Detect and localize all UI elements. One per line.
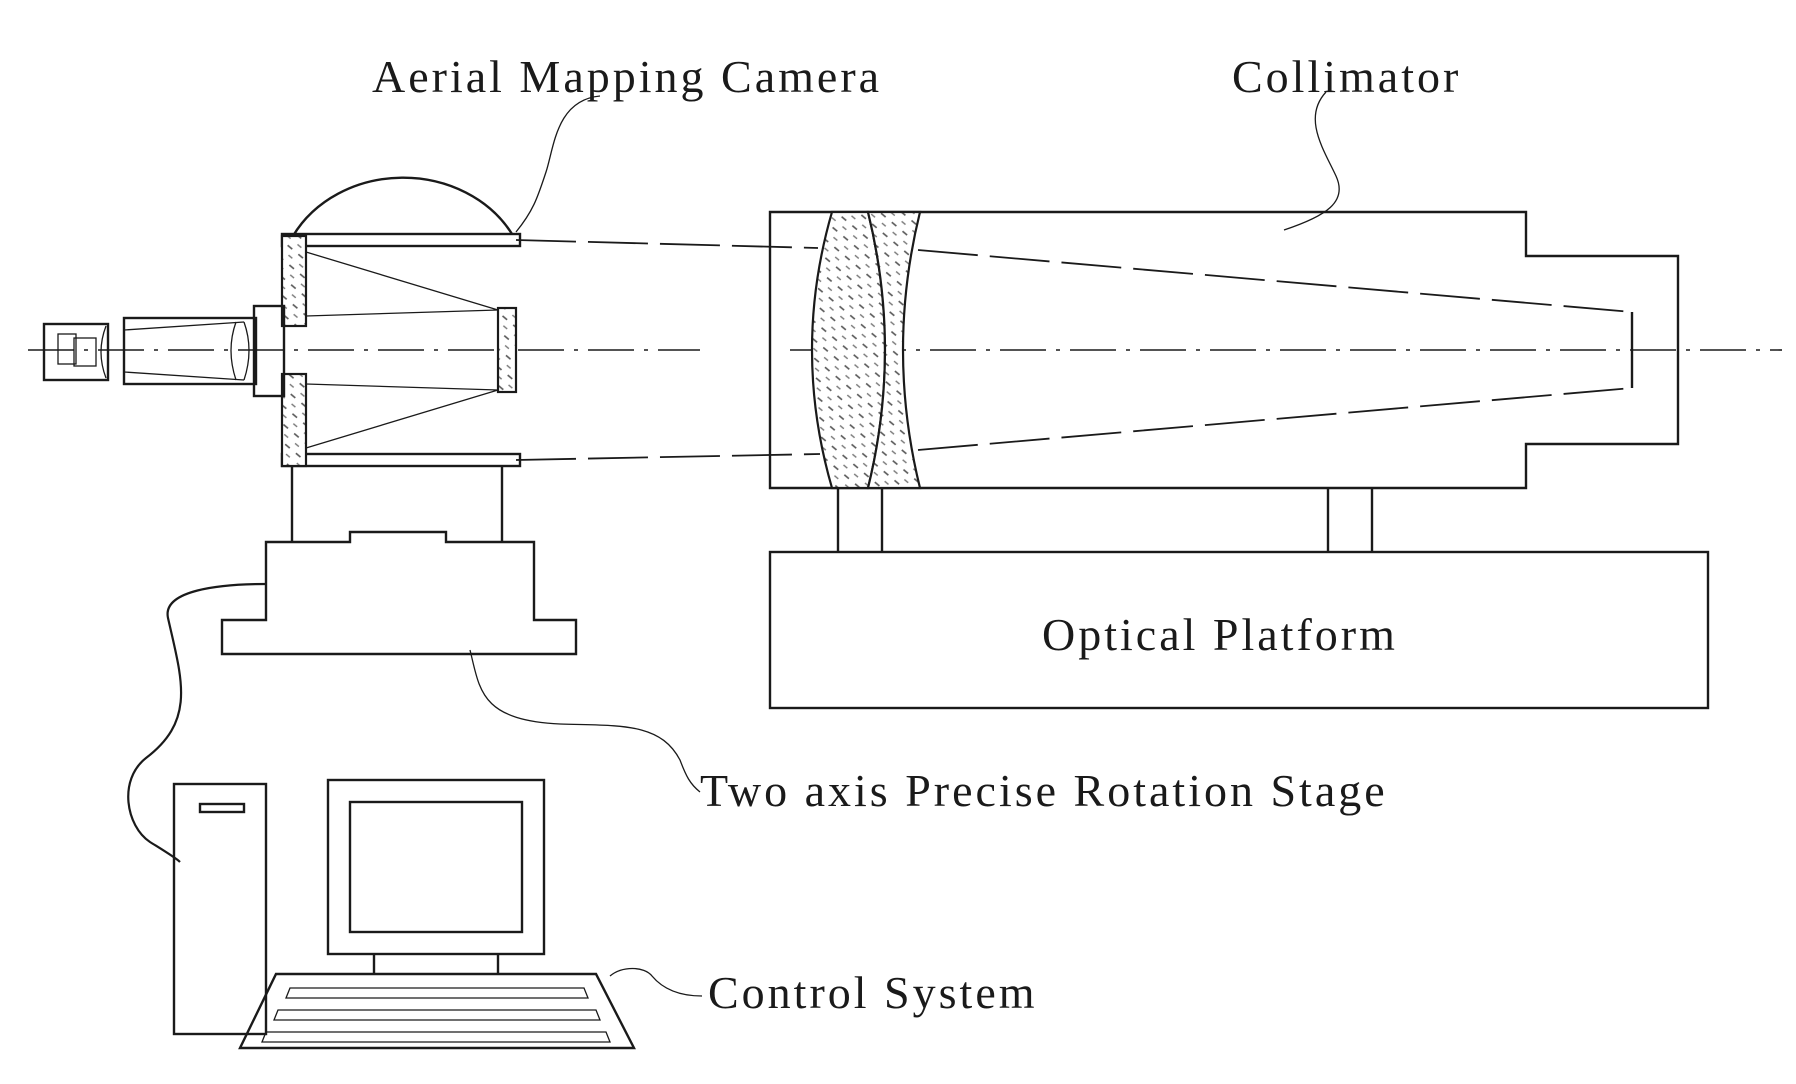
beam-upper <box>515 239 819 249</box>
collimator-ray-lower <box>917 387 1633 451</box>
aerial-mapping-camera <box>42 176 522 542</box>
leader-control <box>609 967 703 997</box>
monitor-screen <box>348 800 524 934</box>
camera-bottom-plate <box>280 452 522 468</box>
monitor-frame <box>326 778 546 956</box>
camera-primary-mirror-lower <box>280 372 308 468</box>
optical-platform <box>768 550 1710 710</box>
collimator-lens-front <box>810 210 887 490</box>
label-aerial-mapping-camera: Aerial Mapping Camera <box>372 51 882 102</box>
computer-tower <box>172 782 268 1036</box>
label-collimator: Collimator <box>1232 51 1461 102</box>
rotation-stage <box>220 530 578 656</box>
beam-lower <box>515 453 821 461</box>
camera-rear-flange <box>252 304 286 398</box>
label-control-system: Control System <box>708 967 1038 1018</box>
label-rotation-stage: Two axis Precise Rotation Stage <box>700 765 1388 816</box>
keyboard <box>238 972 636 1050</box>
camera-secondary-mirror <box>496 306 518 394</box>
collimator-tube <box>768 210 1680 490</box>
stage-body <box>220 530 578 656</box>
camera-dome <box>291 176 514 237</box>
leader-stage <box>469 649 701 793</box>
camera-detector-housing <box>42 322 110 382</box>
leader-camera <box>515 95 601 233</box>
camera-primary-mirror-upper <box>280 234 308 328</box>
camera-rear-tube <box>122 316 258 386</box>
control-system <box>172 778 636 1050</box>
label-optical-platform: Optical Platform <box>1042 609 1398 660</box>
collimator-lens-rear <box>866 210 922 490</box>
tower-drive-slot <box>198 802 246 814</box>
collimator-ray-upper <box>917 249 1633 313</box>
leader-collimator <box>1283 91 1340 231</box>
collimator <box>768 210 1680 552</box>
control-cable <box>127 582 267 863</box>
camera-top-plate <box>280 232 522 248</box>
